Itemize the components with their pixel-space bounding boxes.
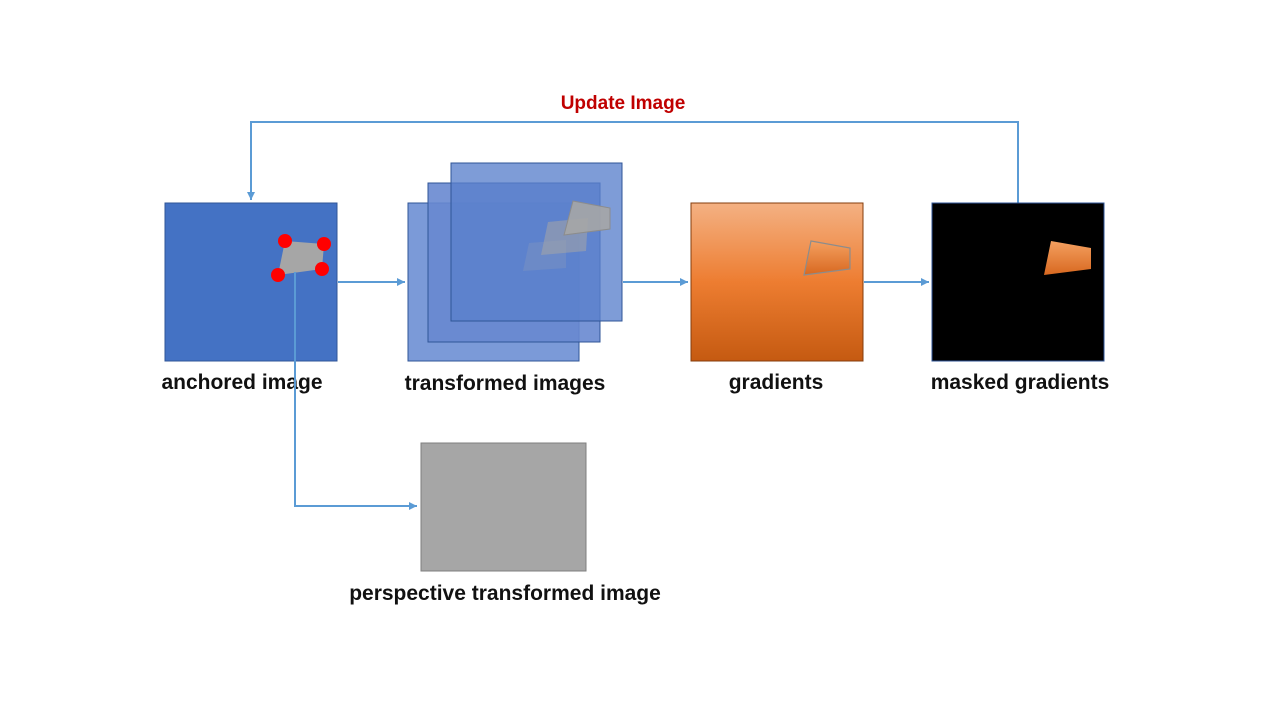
- arrow-anchored-to-perspective: [294, 272, 417, 510]
- gradients-image: [690, 202, 864, 362]
- perspective-transformed-image-label: perspective transformed image: [349, 582, 661, 605]
- anchored-image-label: anchored image: [161, 371, 322, 394]
- corner-point: [315, 262, 329, 276]
- update-image-label: Update Image: [561, 93, 686, 114]
- transformed-patch-top: [563, 200, 611, 236]
- corner-point: [317, 237, 331, 251]
- transformed-images-stack: [407, 162, 623, 362]
- corner-point: [278, 234, 292, 248]
- transformed-image-front: [450, 162, 623, 322]
- perspective-transformed-image: [420, 442, 587, 572]
- anchored-patch: [278, 241, 324, 275]
- masked-gradients-label: masked gradients: [931, 371, 1110, 394]
- anchored-image: [164, 202, 338, 362]
- masked-patch: [1044, 241, 1091, 275]
- gradients-patch: [803, 240, 851, 276]
- corner-point: [271, 268, 285, 282]
- gradients-label: gradients: [729, 371, 824, 394]
- masked-gradients-image: [931, 202, 1105, 362]
- update-loop-arrow: [247, 121, 1019, 204]
- transformed-images-label: transformed images: [405, 372, 606, 395]
